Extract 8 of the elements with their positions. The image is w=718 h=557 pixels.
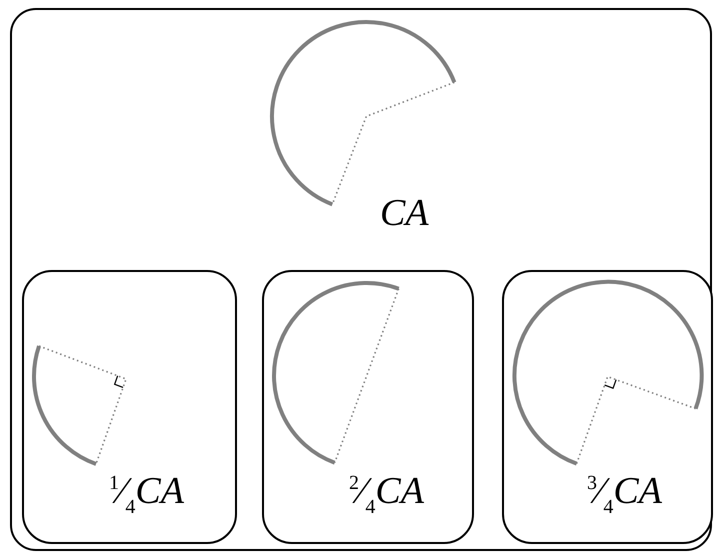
formula-label: CA (380, 194, 429, 232)
rounded-panel (10, 8, 712, 551)
rounded-panel (502, 270, 713, 544)
rounded-panel (22, 270, 237, 544)
formula-label: $^{1}$⁄$_{4}$CA (109, 472, 184, 517)
formula-label: $^{2}$⁄$_{4}$CA (349, 472, 424, 517)
formula-label: $^{3}$⁄$_{4}$CA (587, 472, 662, 517)
rounded-panel (262, 270, 474, 544)
